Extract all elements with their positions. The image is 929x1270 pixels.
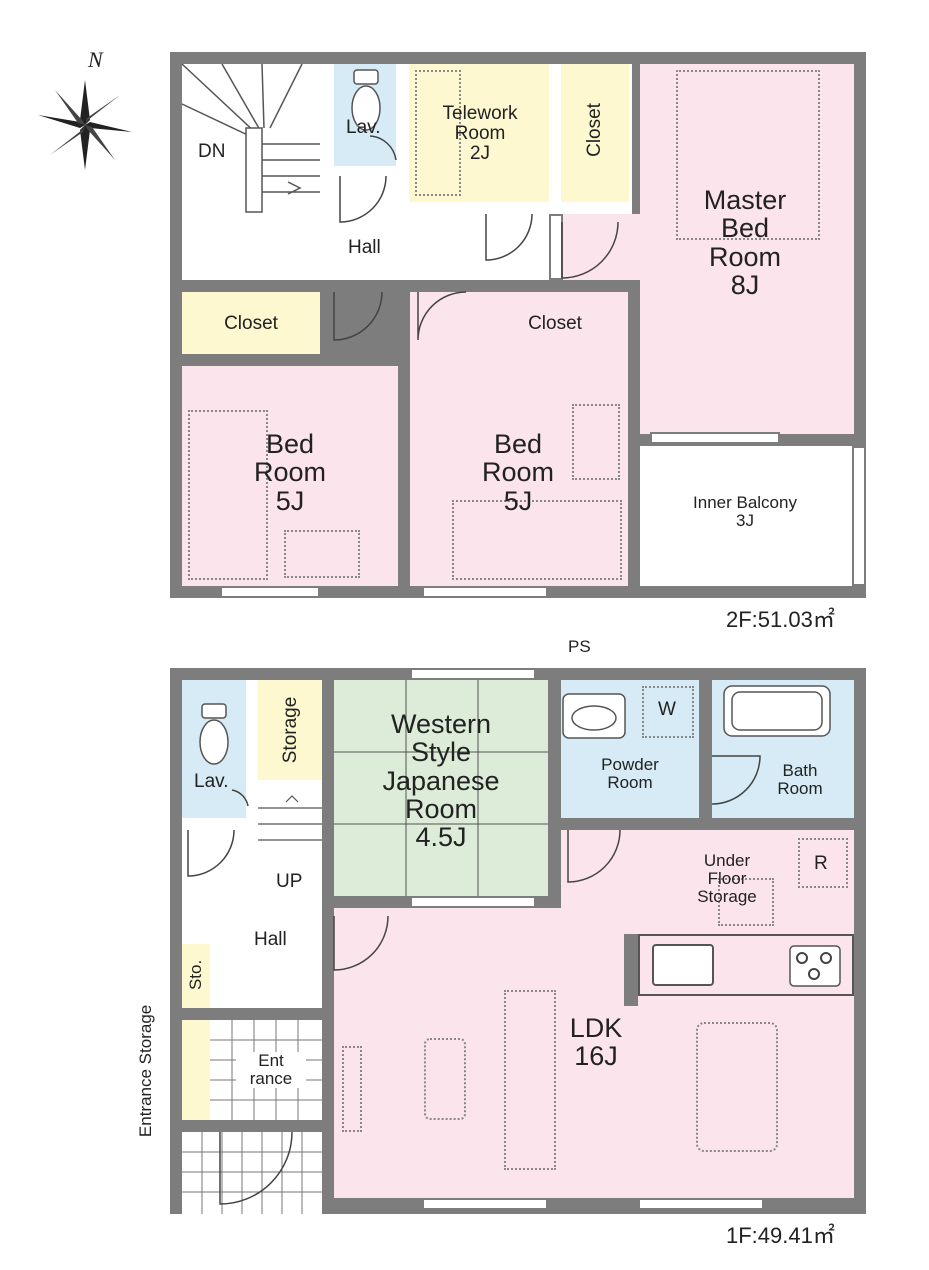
floor1-washer-box bbox=[642, 686, 694, 738]
floor1-stove-icon bbox=[789, 945, 841, 987]
floor1-ldk-upper bbox=[561, 830, 854, 910]
floor1-area-label: 1F:49.41㎡ bbox=[726, 1223, 835, 1248]
compass-north-label: N bbox=[88, 47, 103, 72]
floor2-closet-left-label: Closet bbox=[224, 313, 278, 334]
floor1-kitchen-wall bbox=[624, 934, 638, 1006]
floor1-entrance-storage bbox=[182, 1020, 210, 1120]
floor1-stairs bbox=[258, 792, 322, 864]
floor1-tatami-grid-icon bbox=[334, 680, 548, 896]
floor2-telework-desk bbox=[415, 70, 461, 196]
floor2-closet-vertical bbox=[561, 64, 629, 202]
floor2-hall-label: Hall bbox=[348, 237, 381, 258]
floor2-stairs-label: DN bbox=[198, 141, 226, 162]
floor1-hall-label: Hall bbox=[254, 929, 287, 950]
floor2-inner-balcony bbox=[640, 446, 854, 586]
floor1-fridge-box bbox=[798, 838, 848, 888]
floor2-door-arcs-icon bbox=[333, 135, 619, 341]
floor1-fridge-label: R bbox=[814, 853, 828, 874]
floor1-porch-tiles-icon bbox=[182, 1132, 322, 1214]
floor1-sto-label: Sto. bbox=[186, 959, 206, 991]
floor1-washer-label: W bbox=[658, 699, 676, 720]
floor1-window-ldk-bottom-2 bbox=[638, 1198, 764, 1210]
floor1-window-japanese-bottom bbox=[410, 896, 536, 908]
floor1-toilet-icon bbox=[199, 703, 229, 765]
floor2-stair-steps-icon bbox=[181, 63, 320, 213]
floor2-toilet-icon bbox=[351, 69, 381, 131]
floor2-closet-right-label: Closet bbox=[528, 313, 582, 334]
floor2-window-bed-left bbox=[220, 586, 320, 598]
floor2-window-balcony bbox=[852, 446, 866, 586]
floor2-lav-label: Lav. bbox=[346, 117, 381, 138]
floor1-door-arcs-icon bbox=[187, 755, 761, 1205]
floor1-storage bbox=[258, 680, 322, 780]
floor1-lav-label: Lav. bbox=[194, 771, 229, 792]
floor1-window-japanese-top bbox=[410, 668, 536, 680]
floor2-area-label: 2F:51.03㎡ bbox=[726, 607, 835, 632]
floor1-ps-label: PS bbox=[568, 637, 591, 656]
floor2-window-bed-right bbox=[422, 586, 548, 598]
floor1-bathtub-icon bbox=[723, 685, 831, 737]
floor2-desk-right bbox=[572, 404, 620, 480]
floor1-entrance-storage-label: Entrance Storage bbox=[136, 1004, 156, 1138]
floor2-bedroom-right-top bbox=[410, 292, 484, 366]
floor2-bedroom-left bbox=[182, 366, 398, 586]
floor1-underfloor-box bbox=[718, 878, 774, 926]
floor2-window-master-bottom bbox=[650, 432, 780, 444]
floor2-desk-left bbox=[284, 530, 360, 578]
floor2-closet-left bbox=[182, 292, 320, 354]
floor2-telework-room bbox=[409, 64, 549, 202]
floor1-storage-label: Storage bbox=[280, 696, 302, 764]
floor2-bed-right bbox=[452, 500, 622, 580]
floor1-stair-steps-icon bbox=[258, 795, 322, 841]
floor1-window-ldk-bottom-1 bbox=[422, 1198, 548, 1210]
floor2-closet-vertical-label: Closet bbox=[584, 103, 606, 157]
floor1-western-japanese-room bbox=[334, 680, 548, 896]
compass-rose-icon bbox=[38, 80, 132, 170]
floor2-master-bed bbox=[676, 70, 820, 240]
floor2-master-extension bbox=[562, 214, 642, 280]
floor1-tv-stand bbox=[342, 1046, 362, 1132]
floor1-porch bbox=[182, 1132, 322, 1214]
floor1-coffee-table bbox=[424, 1038, 466, 1120]
floor1-kitchen-sink bbox=[652, 944, 714, 986]
floor2-bed-left bbox=[188, 410, 268, 580]
floor1-sofa bbox=[504, 990, 556, 1170]
floor1-sto bbox=[182, 944, 210, 1008]
floor1-stairs-label: UP bbox=[276, 871, 303, 892]
floor1-sink-icon bbox=[562, 693, 626, 739]
floor1-dining-table bbox=[696, 1022, 778, 1152]
